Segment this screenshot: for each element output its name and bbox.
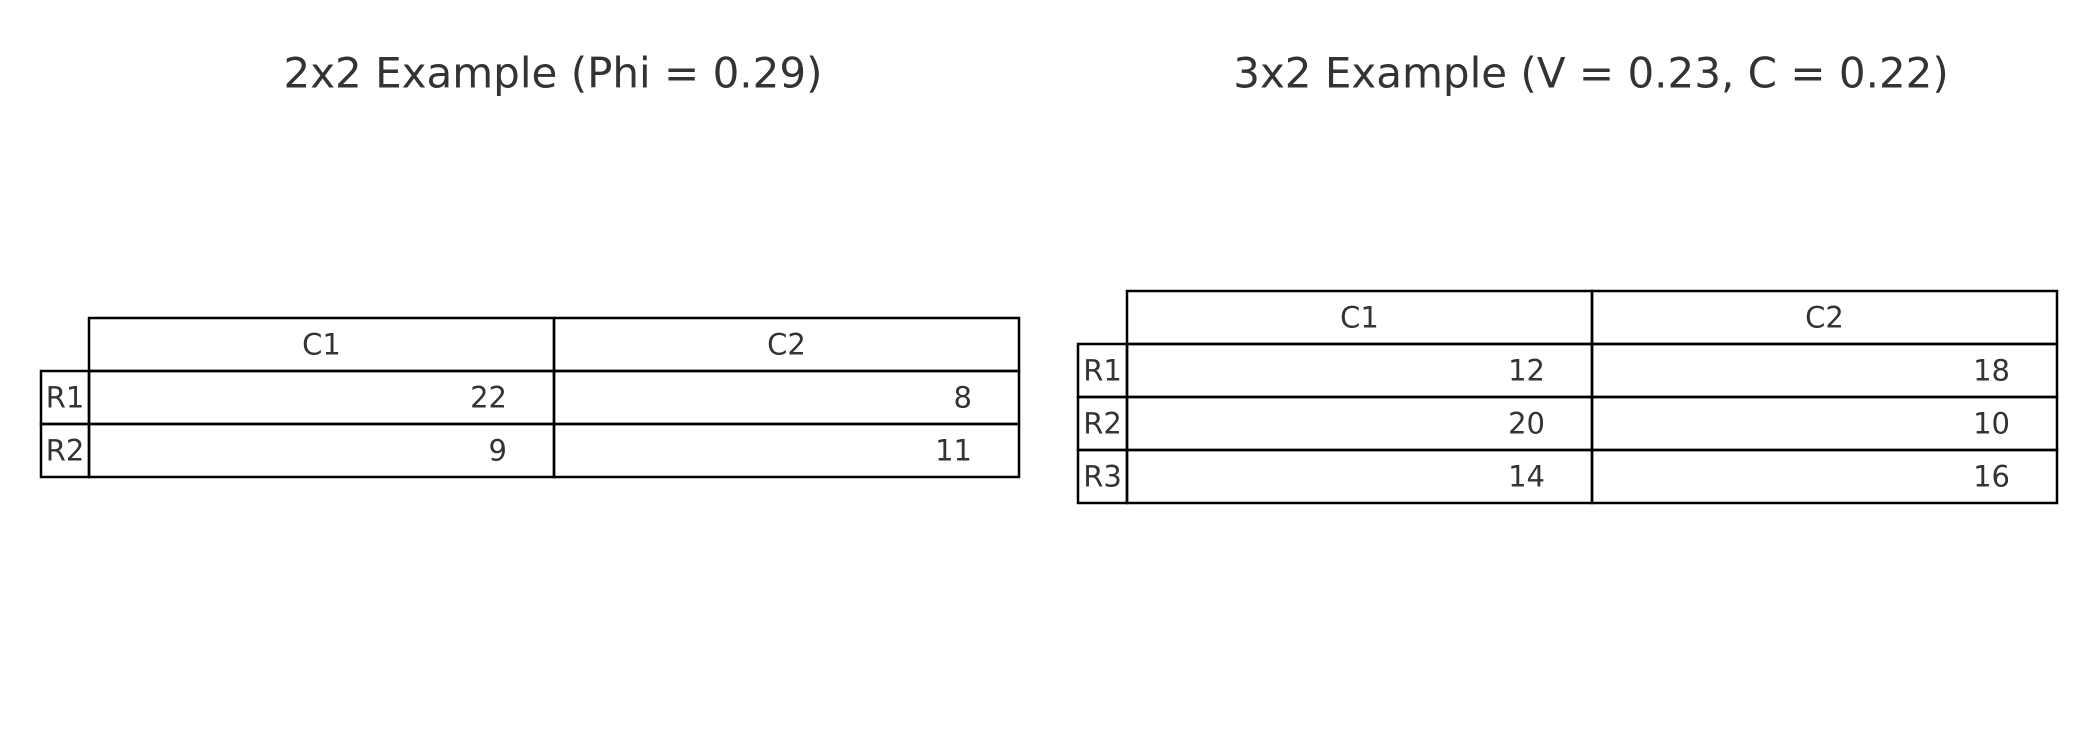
data-cell [552,422,1021,479]
table-title: 2x2 Example (Phi = 0.29) [283,49,822,98]
data-cell [552,369,1021,426]
data-value: 18 [1973,354,2010,388]
row-label-r2: R2 [1083,407,1122,441]
data-value: 22 [470,381,507,415]
data-value: 14 [1508,460,1545,494]
data-value: 9 [489,434,507,468]
row-label-r2: R2 [46,434,85,468]
column-header-c1: C1 [1340,301,1379,335]
data-value: 16 [1973,460,2010,494]
row-label-r1: R1 [1083,354,1122,388]
data-value: 10 [1973,407,2010,441]
column-header-c2: C2 [767,328,806,362]
row-label-r3: R3 [1083,460,1122,494]
data-value: 11 [935,434,972,468]
data-value: 20 [1508,407,1545,441]
data-value: 8 [954,381,972,415]
table-title: 3x2 Example (V = 0.23, C = 0.22) [1233,49,1949,98]
data-value: 12 [1508,354,1545,388]
column-header-c1: C1 [302,328,341,362]
row-label-r1: R1 [46,381,85,415]
column-header-c2: C2 [1805,301,1844,335]
data-cell [87,422,556,479]
data-cell [1590,448,2059,505]
